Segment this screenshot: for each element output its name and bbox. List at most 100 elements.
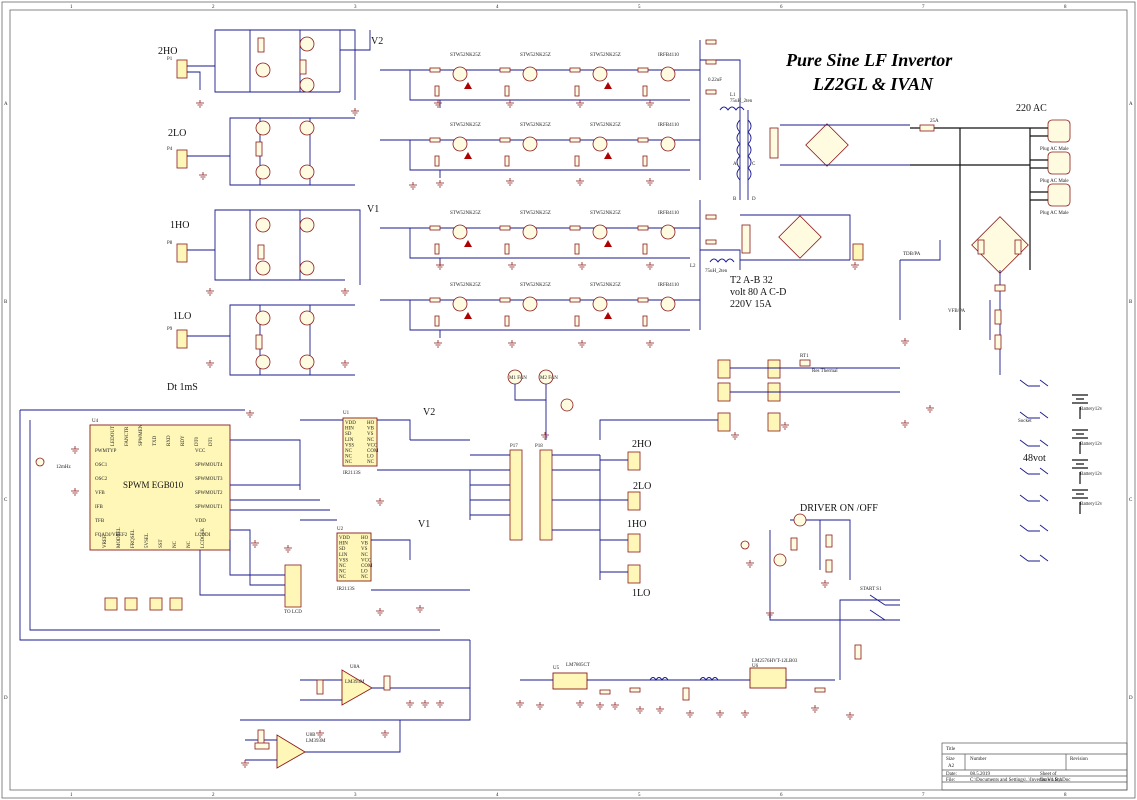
mosfet (522, 224, 538, 240)
gate-headers (600, 451, 641, 584)
spwm-name: SPWM EGB010 (123, 480, 184, 490)
border-col-label: 8 (1064, 5, 1067, 10)
ground-icon (781, 422, 789, 430)
tb-date: 08.5.2019 (970, 772, 991, 777)
ic-pin-label: NC (339, 570, 347, 575)
mosfet-label: STW52NK25Z (520, 211, 551, 216)
ac-plug (1047, 151, 1071, 175)
ground-icon (846, 712, 854, 720)
border-col-label: 5 (638, 793, 641, 798)
border-col-label: 4 (496, 793, 499, 798)
ground-icon (376, 498, 384, 506)
mosfet-label: STW52NK25Z (450, 53, 481, 58)
label-1lo-b: 1LO (632, 588, 650, 599)
ic-pin-label: LEDOUT (111, 426, 116, 446)
label-v2: V2 (371, 36, 383, 47)
c5-value: 0.22uF (708, 78, 722, 83)
ac-plug (1047, 183, 1071, 207)
border-col-label: 1 (70, 5, 73, 10)
border-row-label: C (4, 498, 8, 503)
svg-text:P4: P4 (167, 147, 173, 152)
ic-pin-label: OSC1 (95, 463, 108, 468)
plug-label: Plug AC Male (1040, 179, 1069, 184)
border-row-label: C (1129, 498, 1133, 503)
border-col-label: 6 (780, 5, 783, 10)
ic-pin-label: VDD (195, 519, 206, 524)
lm393-comparators: U8A LM393M U8B LM393M (240, 640, 471, 769)
border-row-label: B (4, 300, 8, 305)
mosfet (592, 296, 608, 312)
fan1-label: M1 FAN (509, 376, 527, 381)
battery-label: Battery12v (1080, 472, 1103, 477)
ic-pin-label: VB (361, 542, 369, 547)
transformer-note-3: 220V 15A (730, 299, 773, 310)
svg-text:B: B (733, 197, 737, 202)
ic-pin-label: VCC (367, 443, 378, 448)
mosfet-label: IRFB4110 (658, 53, 679, 58)
ic-pin-label: VDD (345, 421, 356, 426)
mosfet (660, 136, 676, 152)
ground-icon (851, 262, 859, 270)
mosfet-label: IRFB4110 (658, 283, 679, 288)
ground-icon (746, 560, 754, 568)
ground-icon (508, 262, 516, 270)
tb-file: C:\Documents and Settings\..\Invertor V1… (970, 778, 1071, 783)
mosfet-label: STW52NK25Z (590, 53, 621, 58)
ground-icon (434, 340, 442, 348)
ground-icon (576, 700, 584, 708)
ic-pin-label: TXD (153, 435, 158, 446)
mosfet-label: STW52NK25Z (520, 53, 551, 58)
u8b-name: LM393M (306, 739, 326, 744)
ic-pin-label: NC (345, 455, 353, 460)
ground-icon (716, 710, 724, 718)
mosfet (452, 224, 468, 240)
mosfet (522, 296, 538, 312)
tb-size-lbl: Size (946, 757, 955, 762)
ic-pin-label: VDD (339, 536, 350, 541)
ground-icon (576, 100, 584, 108)
ground-icon (316, 730, 324, 738)
spwm-ref: U4 (92, 419, 99, 424)
ic-pin-label: LO (367, 455, 374, 460)
ground-icon (416, 605, 424, 613)
ic-pin-label: SPWMOUT4 (195, 463, 223, 468)
label-2ho-b: 2HO (632, 439, 651, 450)
ic-pin-label: LIN (339, 553, 348, 558)
border-col-label: 6 (780, 793, 783, 798)
ground-icon (436, 262, 444, 270)
ground-icon (206, 288, 214, 296)
ground-icon (351, 108, 359, 116)
label-1lo: 1LO (173, 311, 191, 322)
label-v1: V1 (367, 204, 379, 215)
u6-ref: U6 (752, 664, 759, 669)
ground-icon (284, 545, 292, 553)
border-col-label: 8 (1064, 793, 1067, 798)
ic-pin-label: HO (361, 536, 369, 541)
ic-pin-label: 5VSEL (145, 533, 150, 548)
connector-p17: P17 (509, 444, 523, 541)
power-supply: LM7805CT U5 LM2576HVT-12LB03 U6 (520, 599, 900, 701)
spwm-controller: SPWM EGB010 U4 PWMTYPOSC1OSC2VFBIFBTFBFQ… (19, 409, 470, 641)
driver-onoff: START S1 (740, 513, 900, 621)
border-row-label: D (1129, 696, 1133, 701)
u2-ref: U2 (337, 527, 344, 532)
l1-value: 75uH_2ten (730, 99, 753, 104)
transformer-t2: AB CD (733, 110, 756, 202)
ground-icon (901, 420, 909, 428)
mosfet (452, 136, 468, 152)
ground-icon (508, 340, 516, 348)
mosfet (522, 136, 538, 152)
ic-pin-label: NC (173, 540, 178, 548)
u8a-ref: U8A (350, 665, 360, 670)
output-filter: L1 75uH_2ten L2 75uH_2ten 0.22uF (690, 39, 753, 330)
ground-icon (596, 702, 604, 710)
rt-value: Res Thermal (812, 369, 838, 374)
u8b-ref: U8B (306, 733, 316, 738)
ic-pin-label: TFB (95, 519, 105, 524)
gate-driver-1ho: P8 (167, 209, 361, 285)
bridge-rectifier-top (769, 123, 910, 167)
ic-pin-label: SPWMOUT2 (195, 491, 223, 496)
ic-pin-label: NC (187, 540, 192, 548)
mosfet (452, 296, 468, 312)
